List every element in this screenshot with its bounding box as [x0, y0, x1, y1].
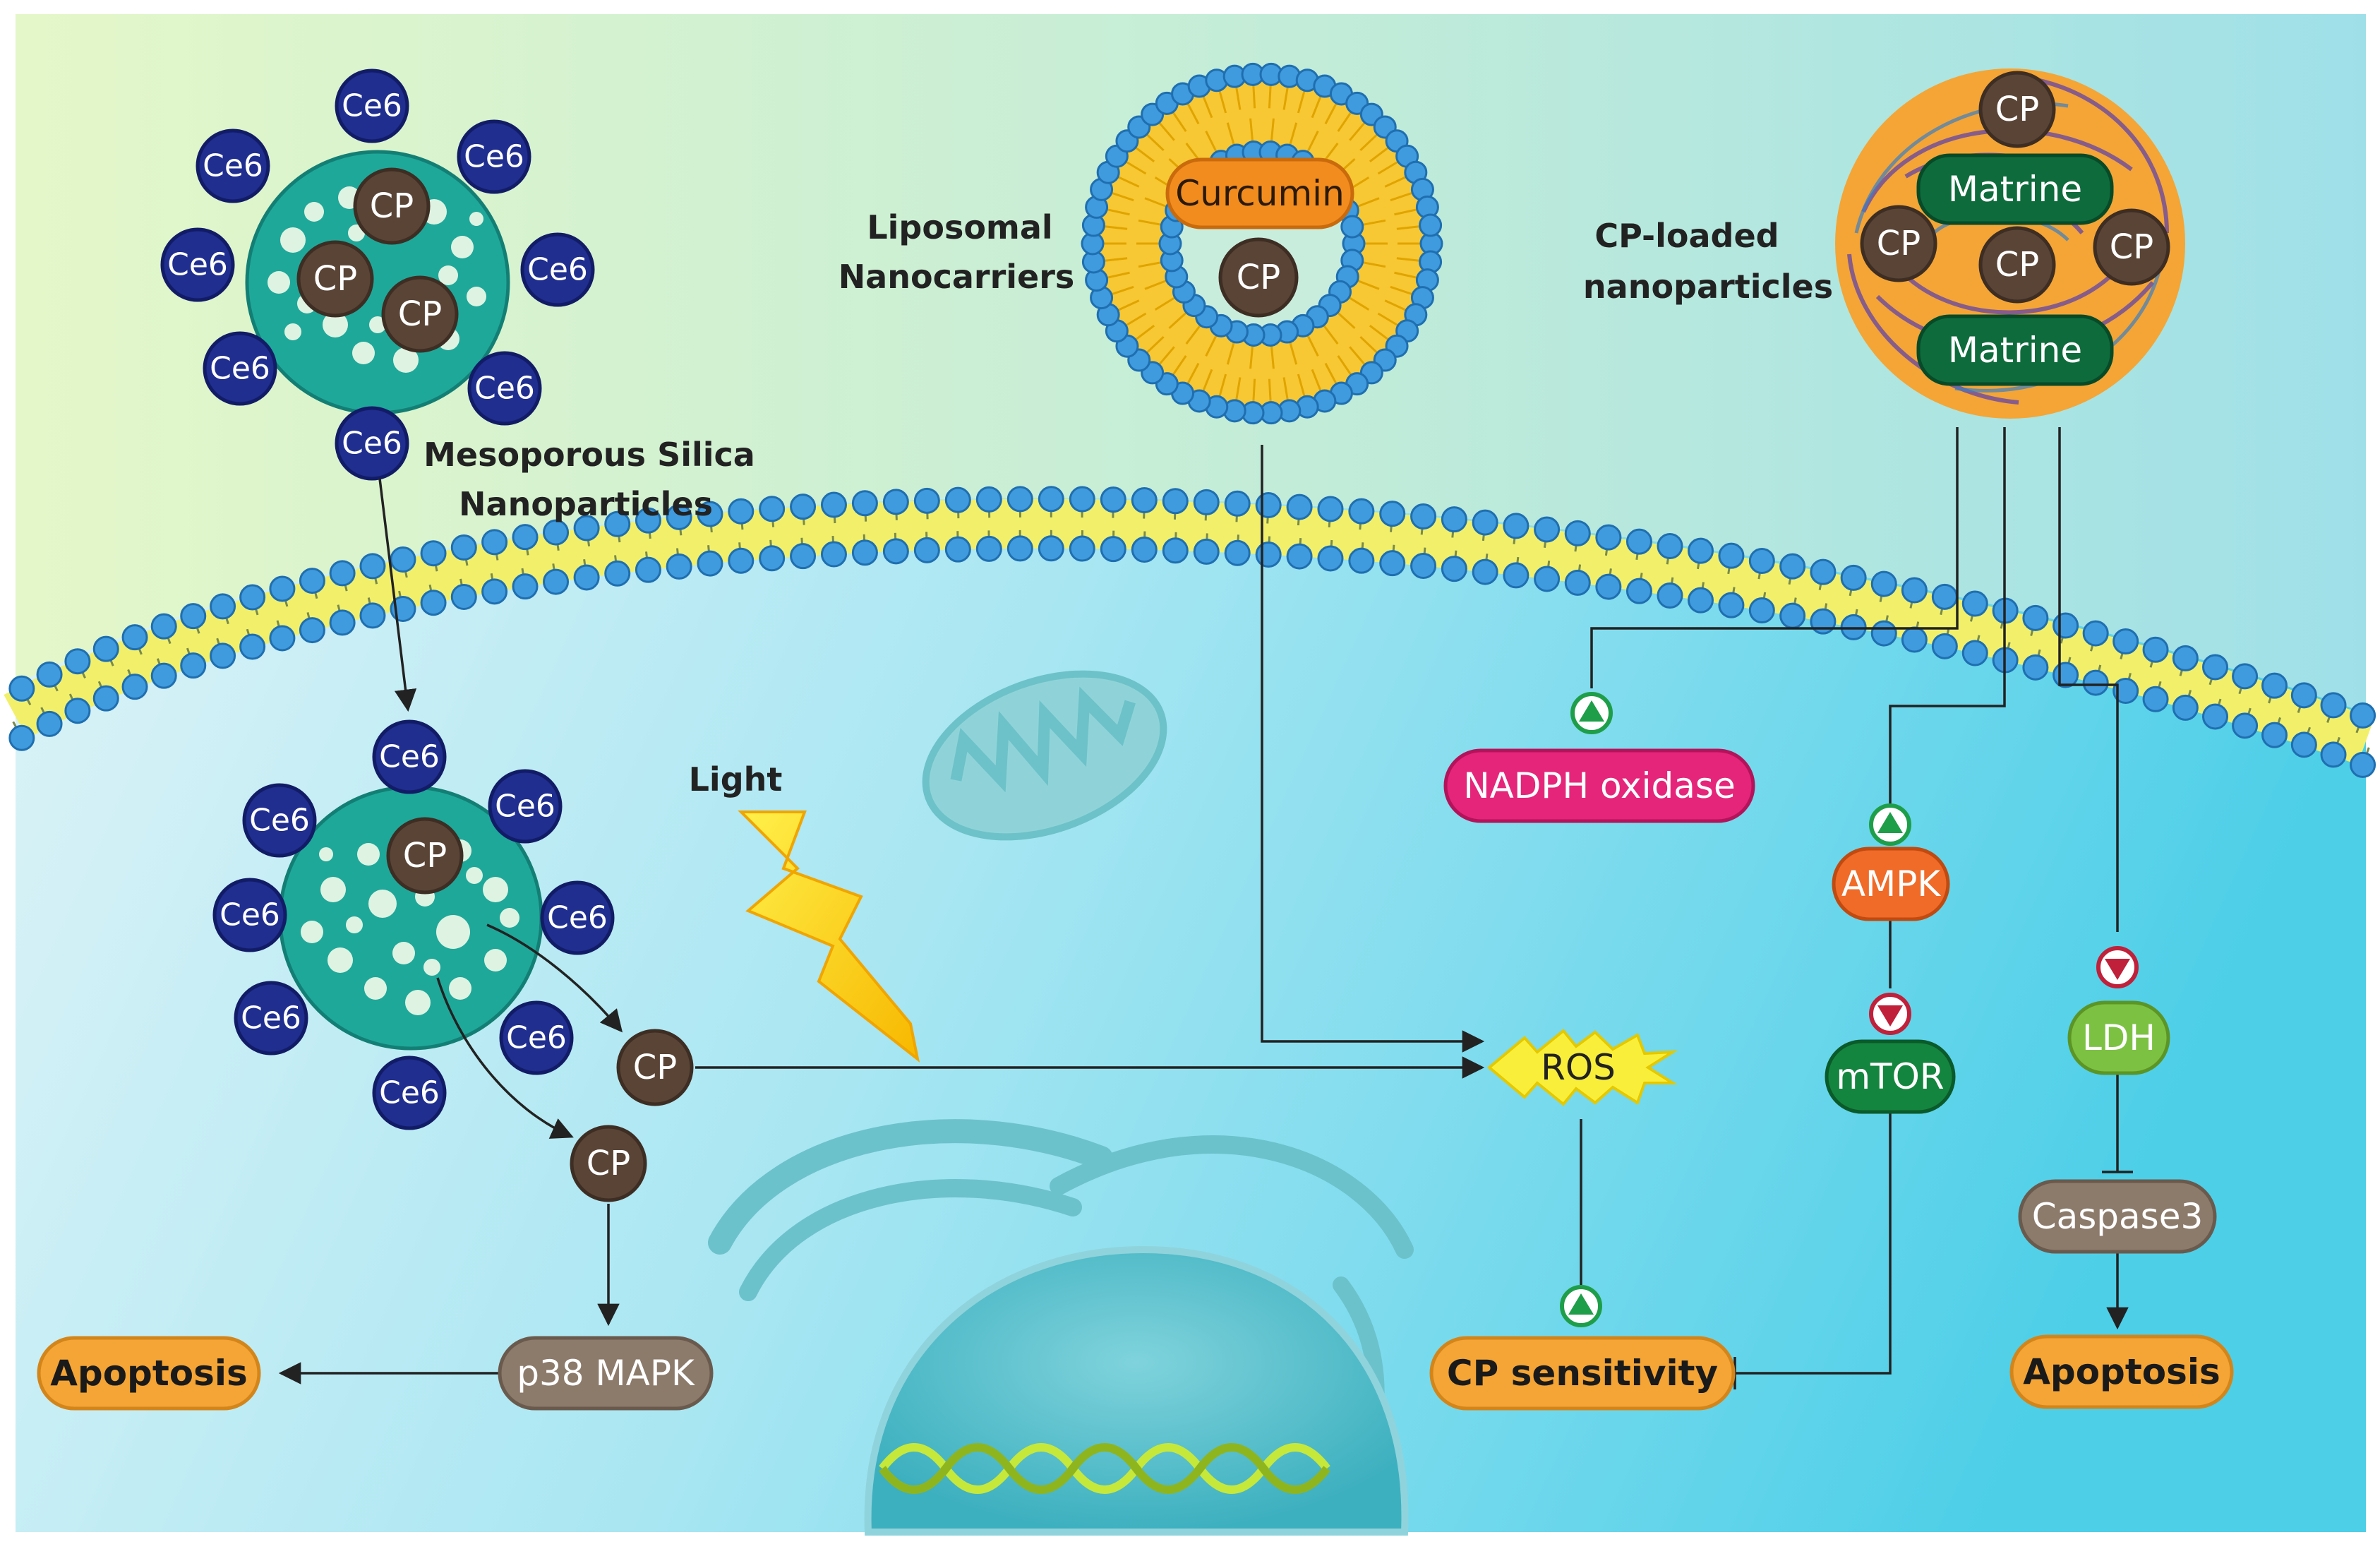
svg-text:CP: CP	[403, 836, 447, 875]
svg-text:Ce6: Ce6	[203, 148, 263, 184]
svg-text:CP: CP	[1877, 224, 1921, 263]
svg-text:Ce6: Ce6	[495, 789, 555, 825]
svg-text:LDH: LDH	[2082, 1017, 2156, 1058]
liposome-cp: CP	[1220, 239, 1297, 316]
svg-text:Ce6: Ce6	[342, 88, 402, 124]
svg-text:Apoptosis: Apoptosis	[2023, 1351, 2220, 1392]
ce6-molecule: Ce6	[236, 983, 306, 1053]
ce6-molecule: Ce6	[374, 722, 445, 792]
svg-text:Ce6: Ce6	[464, 139, 524, 175]
svg-text:CP: CP	[313, 259, 357, 299]
ce6-molecule: Ce6	[337, 408, 407, 479]
ce6-molecule: Ce6	[459, 121, 529, 192]
light-label: Light	[689, 760, 783, 799]
ce6-molecule: Ce6	[374, 1058, 445, 1128]
svg-text:mTOR: mTOR	[1836, 1056, 1944, 1097]
ldh-node: LDH	[2069, 1003, 2168, 1073]
svg-text:Ce6: Ce6	[379, 1075, 440, 1111]
nadph-oxidase-node: NADPH oxidase	[1446, 750, 1753, 821]
cp-loaded-nanoparticle: Matrine Matrine CP CP CP CP	[1835, 68, 2185, 419]
ce6-molecule: Ce6	[542, 883, 613, 953]
svg-text:Apoptosis: Apoptosis	[50, 1353, 248, 1394]
svg-text:Ce6: Ce6	[249, 803, 310, 839]
liposomal-label-line1: Liposomal	[867, 208, 1052, 246]
ce6-molecule: Ce6	[162, 229, 233, 300]
apoptosis-right-node: Apoptosis	[2012, 1336, 2232, 1407]
mesoporous-label-line2: Nanoparticles	[459, 485, 713, 523]
ce6-molecule: Ce6	[490, 771, 560, 842]
ampk-node: AMPK	[1834, 849, 1948, 919]
cp-molecule: CP	[383, 277, 457, 351]
ce6-molecule: Ce6	[337, 71, 407, 141]
cp-loaded-label-line1: CP-loaded	[1594, 217, 1779, 255]
svg-text:Ce6: Ce6	[220, 897, 280, 933]
p38-mapk-node: p38 MAPK	[500, 1338, 711, 1409]
svg-text:CP sensitivity: CP sensitivity	[1447, 1353, 1718, 1394]
svg-text:CP: CP	[587, 1144, 630, 1183]
svg-text:Ce6: Ce6	[474, 371, 535, 407]
svg-text:CP: CP	[1995, 90, 2039, 129]
svg-text:CP: CP	[633, 1048, 677, 1087]
svg-text:CP: CP	[1995, 245, 2039, 285]
matrine-label-top: Matrine	[1948, 169, 2082, 210]
curcumin-badge: Curcumin	[1167, 160, 1352, 227]
mtor-node: mTOR	[1827, 1041, 1954, 1112]
ce6-molecule: Ce6	[501, 1003, 572, 1073]
downregulation-icon-mtor	[1871, 995, 1909, 1033]
svg-text:Ce6: Ce6	[342, 426, 402, 462]
svg-text:Ce6: Ce6	[506, 1020, 567, 1056]
mesoporous-label-line1: Mesoporous Silica	[423, 436, 755, 474]
svg-text:CP: CP	[370, 186, 414, 226]
ce6-molecule: Ce6	[215, 880, 285, 950]
svg-text:Ce6: Ce6	[241, 1000, 301, 1036]
upregulation-icon-cp-sensitivity	[1562, 1287, 1600, 1325]
caspase3-node: Caspase3	[2020, 1181, 2215, 1252]
svg-text:AMPK: AMPK	[1841, 863, 1941, 904]
cp-sensitivity-node: CP sensitivity	[1431, 1338, 1733, 1409]
svg-text:Ce6: Ce6	[210, 351, 270, 387]
liposomal-label-line2: Nanocarriers	[839, 258, 1075, 296]
svg-text:CP: CP	[2110, 227, 2153, 267]
svg-text:Ce6: Ce6	[527, 252, 588, 288]
cp-loaded-label-line2: nanoparticles	[1583, 268, 1833, 306]
svg-text:CP: CP	[1237, 258, 1280, 297]
ce6-molecule: Ce6	[469, 353, 540, 424]
svg-text:ROS: ROS	[1541, 1047, 1616, 1088]
cp-molecule: CP	[299, 242, 372, 316]
svg-text:p38 MAPK: p38 MAPK	[517, 1353, 695, 1394]
apoptosis-left-node: Apoptosis	[39, 1338, 259, 1409]
upregulation-icon-nadph	[1573, 694, 1611, 732]
downregulation-icon-ldh	[2098, 948, 2136, 986]
svg-text:NADPH oxidase: NADPH oxidase	[1463, 765, 1735, 806]
released-cp-2: CP	[572, 1127, 645, 1200]
cp-molecule: CP	[355, 169, 428, 243]
svg-text:CP: CP	[398, 294, 442, 334]
ce6-molecule: Ce6	[244, 785, 315, 856]
svg-text:Caspase3: Caspase3	[2032, 1196, 2204, 1237]
ce6-molecule: Ce6	[198, 131, 268, 201]
upregulation-icon-ampk	[1871, 806, 1909, 844]
matrine-label-bottom: Matrine	[1948, 330, 2082, 371]
ce6-molecule: Ce6	[522, 234, 593, 305]
released-cp-1: CP	[618, 1031, 692, 1104]
svg-text:Ce6: Ce6	[167, 247, 228, 283]
svg-text:Ce6: Ce6	[379, 739, 440, 775]
cp-molecule: CP	[388, 819, 462, 892]
svg-text:Ce6: Ce6	[547, 900, 608, 936]
svg-text:Curcumin: Curcumin	[1175, 173, 1345, 214]
ce6-molecule: Ce6	[205, 333, 275, 404]
